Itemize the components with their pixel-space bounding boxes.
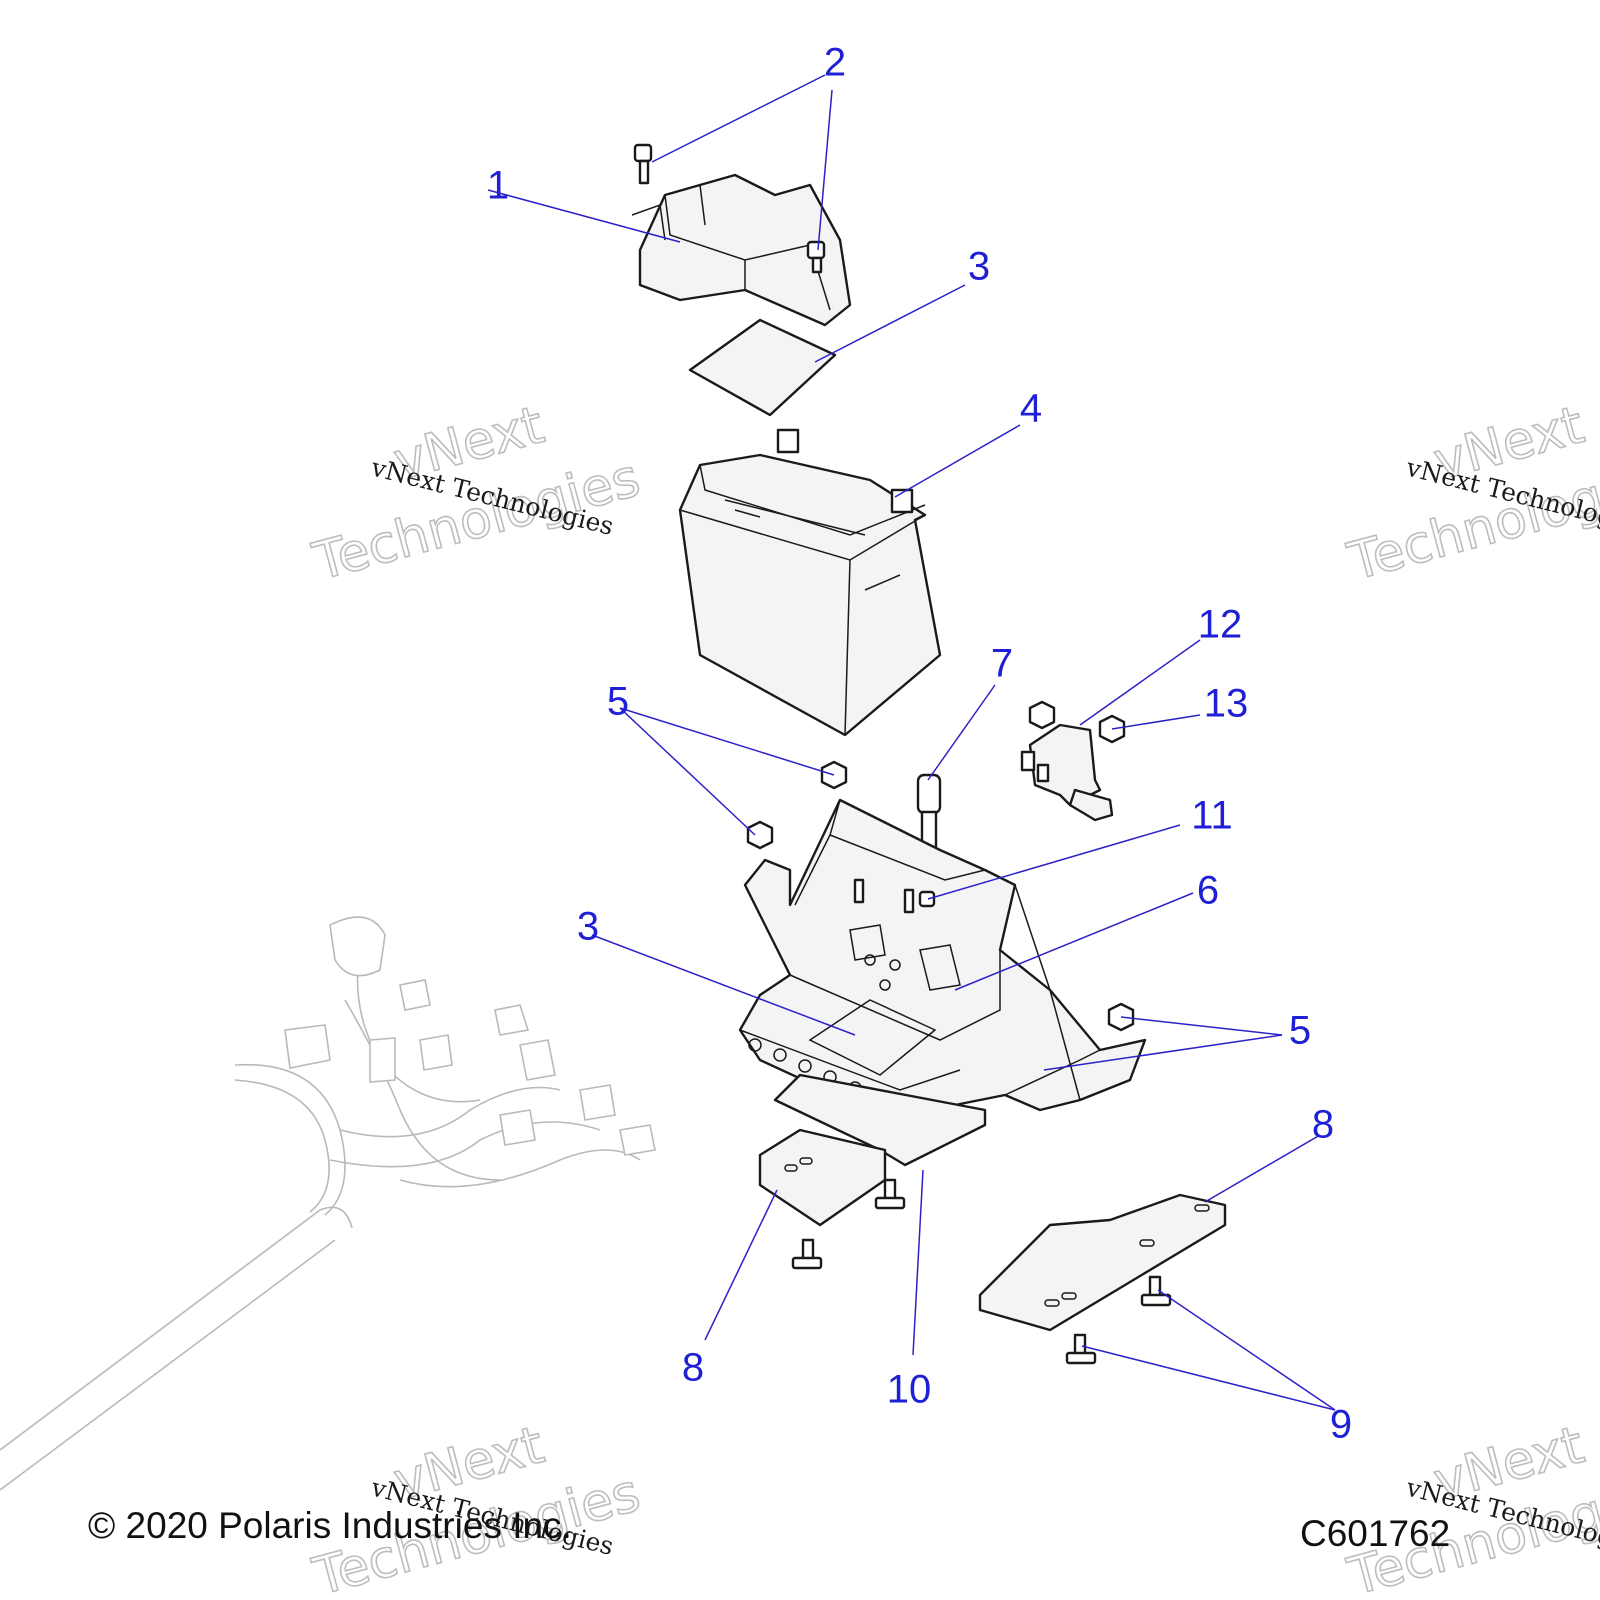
- watermark-top-left: vNext Technologies vNext Technologies: [306, 394, 647, 593]
- cover-screw: [806, 240, 826, 274]
- callout-6: 6: [1197, 869, 1219, 913]
- callout-10: 10: [887, 1368, 932, 1412]
- callout-9: 9: [1330, 1403, 1352, 1447]
- leader-lines: [487, 74, 1336, 1411]
- callout-13: 13: [1204, 682, 1249, 726]
- callout-7: 7: [991, 642, 1013, 686]
- callout-3: 3: [577, 905, 599, 949]
- solenoid: [1020, 723, 1114, 822]
- copyright-text: © 2020 Polaris Industries Inc.: [88, 1505, 572, 1546]
- t-bolt: [791, 1238, 823, 1270]
- battery-pad-top: [688, 318, 837, 417]
- callout-8: 8: [1312, 1103, 1334, 1147]
- callout-labels: 1 2 3 4 5 7 12 13 11 6 3 5 8 8 10 9: [487, 41, 1352, 1447]
- callout-8: 8: [682, 1346, 704, 1390]
- callout-3: 3: [968, 245, 990, 289]
- callout-2: 2: [824, 41, 846, 85]
- battery-bracket: [738, 798, 1147, 1167]
- callout-1: 1: [487, 164, 509, 208]
- mounting-plate-right: [978, 1193, 1227, 1332]
- nut: [1028, 700, 1056, 730]
- callout-12: 12: [1198, 603, 1243, 647]
- callout-11: 11: [1191, 794, 1233, 838]
- callout-5: 5: [1289, 1009, 1311, 1053]
- wire-harness-drawing: [0, 916, 656, 1491]
- battery-cover: [631, 173, 852, 327]
- stud: [916, 773, 942, 854]
- callout-5: 5: [607, 680, 629, 724]
- battery: [678, 428, 942, 737]
- cover-screw: [633, 143, 653, 185]
- nut: [746, 820, 774, 850]
- diagram-code: C601762: [1300, 1513, 1451, 1554]
- t-bolt: [1140, 1275, 1172, 1307]
- t-bolt: [1065, 1333, 1097, 1365]
- watermark-top-right: vNext Technologies vNext Technologies: [1341, 394, 1600, 593]
- t-bolt: [874, 1178, 906, 1210]
- battery-pad-bottom: [808, 999, 937, 1076]
- callout-4: 4: [1020, 387, 1042, 431]
- watermark-bottom-right: vNext Technologies vNext Technologies: [1341, 1414, 1600, 1600]
